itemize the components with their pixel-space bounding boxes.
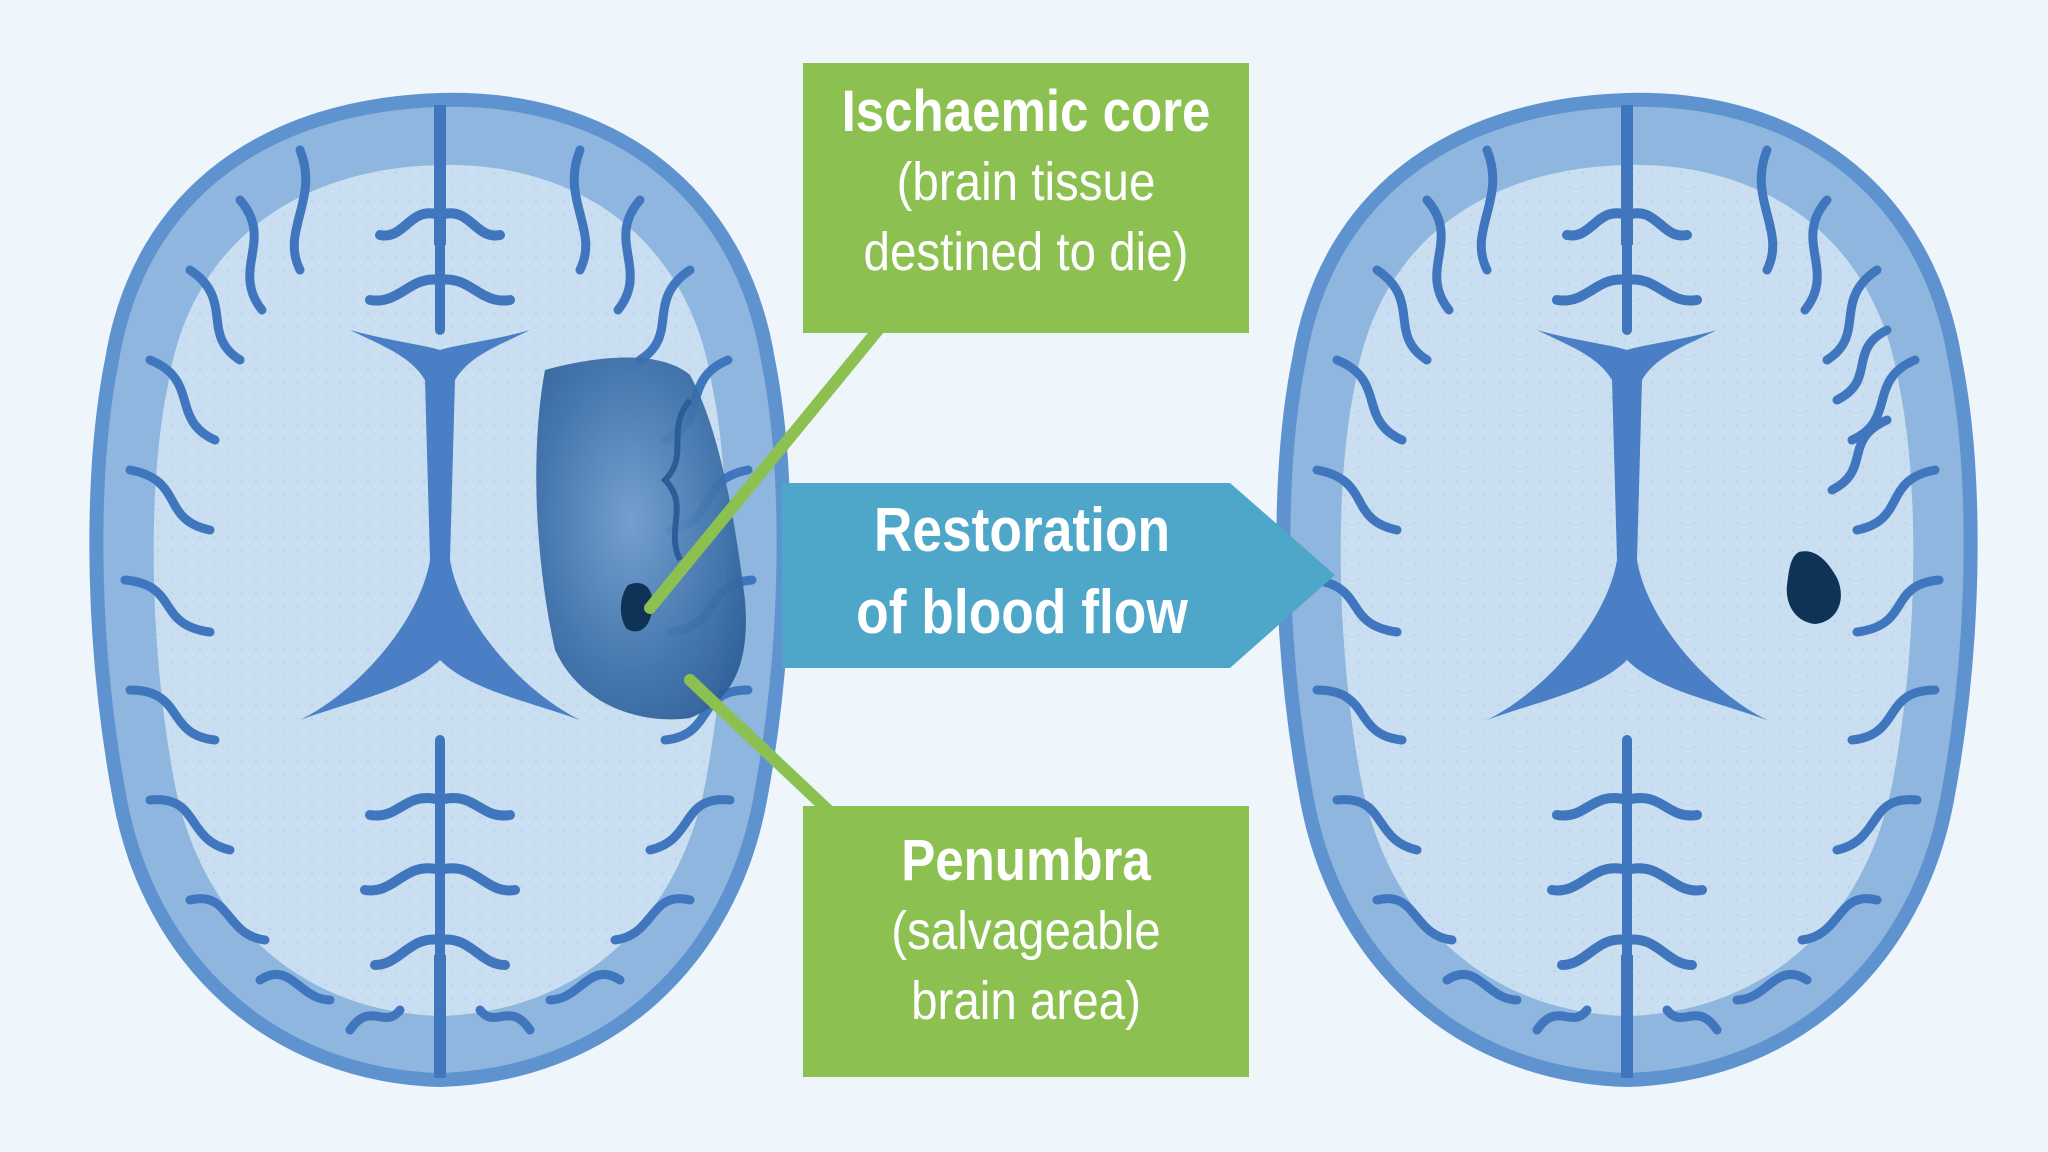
lateral-ventricles: [1487, 330, 1767, 720]
restoration-line2: of blood flow: [856, 578, 1188, 647]
ischaemic-core: [620, 582, 653, 632]
restoration-label: Restoration of blood flow: [782, 490, 1262, 654]
residual-infarct: [1786, 551, 1841, 624]
ischaemic-core-label: Ischaemic core (brain tissue destined to…: [803, 63, 1249, 333]
penumbra-label: Penumbra (salvageable brain area): [803, 806, 1249, 1077]
ischaemic-core-desc-line2: destined to die): [863, 222, 1189, 282]
lateral-ventricles: [300, 330, 580, 720]
core-connector-line: [644, 324, 884, 614]
penumbra-connector-line: [684, 674, 836, 818]
penumbra-sulcus: [660, 398, 693, 562]
occipital-sulcus: [1547, 735, 1707, 1055]
frontal-sulcus: [365, 145, 515, 335]
restoration-arrow: [782, 483, 1335, 668]
brain-before-treatment: [89, 92, 791, 1088]
penumbra-title: Penumbra: [901, 828, 1151, 893]
occipital-sulcus: [360, 735, 520, 1055]
sulci: [1307, 145, 1944, 1035]
penumbra-desc-line2: brain area): [911, 971, 1141, 1031]
ischaemic-core-title: Ischaemic core: [841, 79, 1211, 144]
penumbra-region: [536, 357, 746, 720]
penumbra-desc-line1: (salvageable: [891, 901, 1161, 961]
brain-after-treatment: [1276, 92, 1978, 1088]
frontal-sulcus: [1552, 145, 1702, 335]
restoration-line1: Restoration: [873, 496, 1171, 565]
ischaemic-core-desc-line1: (brain tissue: [896, 152, 1156, 212]
